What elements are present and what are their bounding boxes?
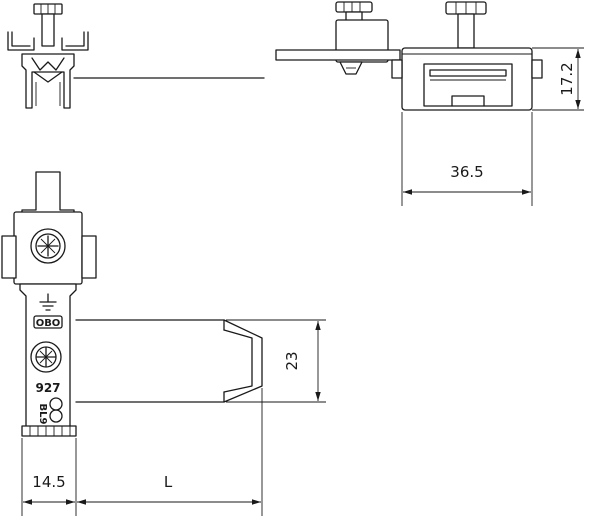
dim-36-5: 36.5 [450,163,483,181]
dim-14-5: 14.5 [32,473,65,491]
dimension-bottom: 14.5 L [21,388,263,516]
brand-logo: OBO [33,315,63,329]
dim-23: 23 [283,351,301,370]
dimension-height-front: 23 [226,319,326,403]
earth-icon [39,293,57,311]
part-number: 927 [35,381,60,395]
dimension-height-side: 17.2 [532,47,584,111]
dim-17-2: 17.2 [558,62,576,95]
dimension-width-side: 36.5 [401,112,533,206]
code-marking: BL9 [37,404,48,425]
dim-l: L [164,473,173,491]
clamp-end-view [7,3,265,109]
brand-logo-text: OBO [36,318,61,329]
clamp-side-view [275,1,543,111]
clamp-front-view: OBO 927 BL9 [1,171,263,437]
